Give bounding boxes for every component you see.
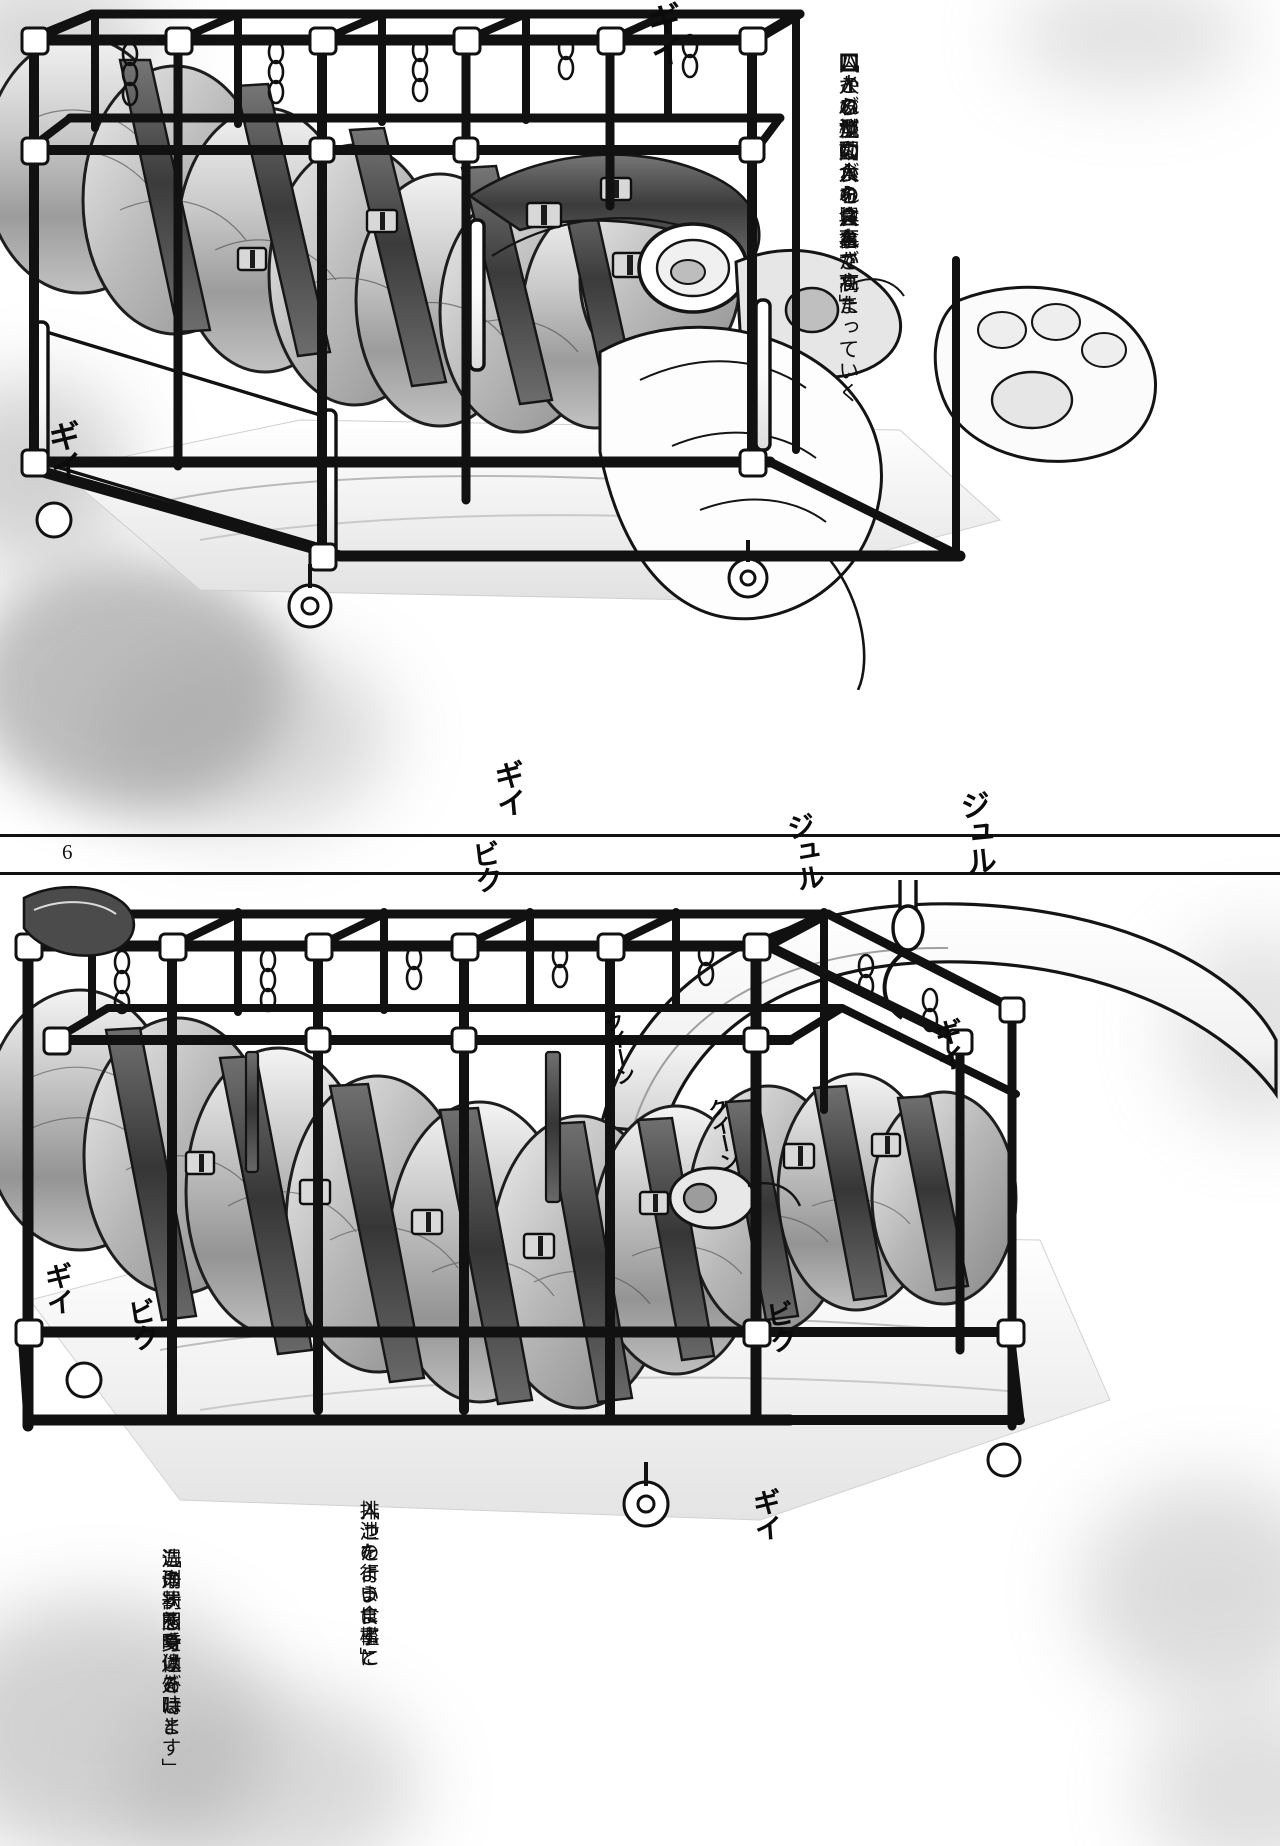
sfx-giii-b1: ギイ bbox=[487, 758, 527, 818]
caption-top-line-4: バイブ型のホースを bbox=[836, 52, 860, 250]
caption-top-line-5: しゃぶりながら興奮が高まっていく bbox=[836, 52, 860, 404]
smudge-bottom-left bbox=[0, 1600, 270, 1846]
smudge-left-mid bbox=[0, 560, 290, 810]
page-number: 6 bbox=[62, 840, 73, 864]
caption-bottom-b-line-1: 「刑罰を受ける時と bbox=[158, 1548, 182, 1737]
top-panel-artwork bbox=[0, 0, 1280, 690]
sfx-giii-top-left: ギイ bbox=[42, 418, 85, 482]
caption-bottom-a-line-2: 入ったまま食事と bbox=[356, 1500, 380, 1668]
smudge-topright bbox=[1010, 0, 1250, 90]
sfx-biku-b2: ビク bbox=[121, 1295, 163, 1353]
caption-top-line-2: 口から流動食を注入された bbox=[836, 52, 860, 316]
caption-bottom-a-line-1: 「このように檻に bbox=[356, 1500, 380, 1668]
caption-bottom-a-line-3: 排泄を行います」 bbox=[356, 1500, 380, 1668]
caption-bottom-b-line-3: 洗浄する時以外は bbox=[158, 1548, 182, 1716]
sfx-biku-b3: ビク bbox=[760, 1297, 801, 1354]
caption-top-line-1: 囚人の檻に入れられ bbox=[836, 52, 860, 250]
sfx-biku-b1: ビク bbox=[466, 838, 506, 894]
sfx-giii-b2: ギイ bbox=[929, 1016, 967, 1072]
smudge-left-mid2 bbox=[90, 640, 390, 830]
smudge-bottom-right bbox=[1080, 1480, 1280, 1700]
sfx-juru-b2: ジュル bbox=[953, 788, 997, 876]
sfx-giii-b4: ギイ bbox=[747, 1486, 785, 1542]
panel-divider-upper bbox=[0, 834, 1280, 837]
sfx-giii-top-right: ギイ bbox=[639, 0, 686, 68]
caption-top-line-3: 「これが囚人の食事です」 bbox=[836, 52, 860, 316]
smudge-bottom-left2 bbox=[120, 1690, 420, 1846]
caption-bottom-b-line-2: 週に一回身体を bbox=[158, 1548, 182, 1695]
sfx-giii-b3: ギイ bbox=[39, 1260, 77, 1316]
bottom-panel-artwork bbox=[0, 880, 1280, 1846]
caption-bottom-b-line-4: この状態で過ごします」 bbox=[158, 1548, 182, 1779]
panel-divider-lower bbox=[0, 872, 1280, 875]
